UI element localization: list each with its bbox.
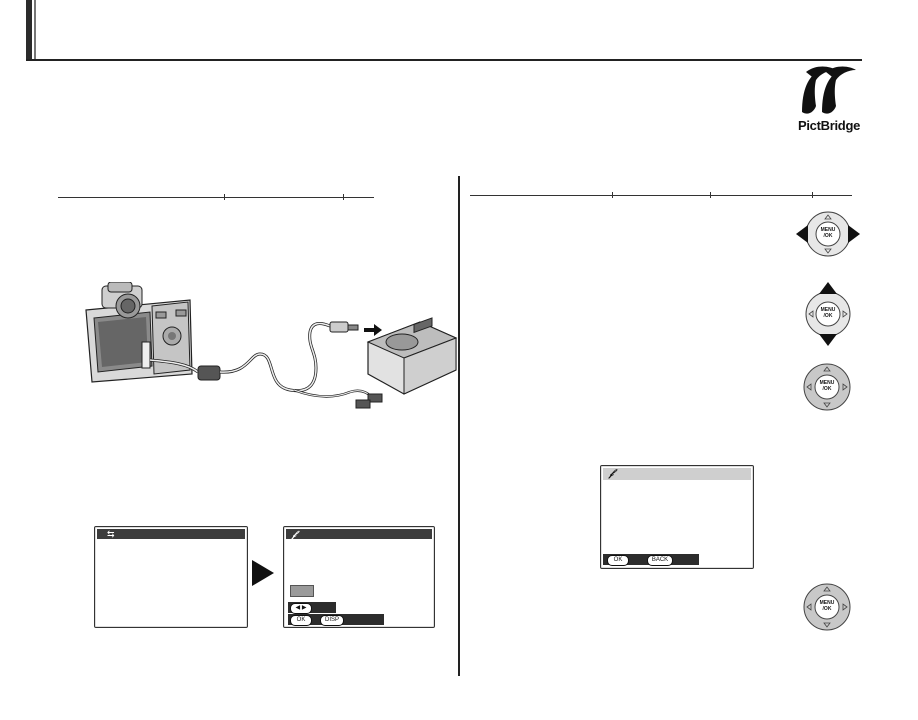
lcd-usb-screen: ⇆ bbox=[94, 526, 248, 628]
dial-label-bottom: /OK bbox=[822, 386, 832, 392]
chapter-header bbox=[26, 0, 862, 61]
lr-button-pill: ◀ ▶ bbox=[290, 603, 312, 614]
right-rule-tick-1 bbox=[612, 192, 613, 198]
dial-label-bottom: /OK bbox=[822, 606, 832, 612]
selector-dial-up-down: MENU /OK bbox=[800, 282, 856, 346]
lcd-title-bar: 𝒻 bbox=[286, 529, 432, 539]
pictbridge-small-icon: 𝒻 bbox=[292, 529, 297, 539]
back-button-pill: BACK bbox=[647, 555, 673, 566]
column-divider bbox=[458, 176, 460, 676]
disp-button-pill: DISP bbox=[320, 615, 344, 626]
right-rule-tick-3 bbox=[812, 192, 813, 198]
header-edge-mark bbox=[26, 0, 32, 60]
dial-center-label: MENU /OK bbox=[818, 307, 838, 319]
lcd-selector-box bbox=[290, 585, 314, 597]
ok-button-pill: OK bbox=[290, 615, 312, 626]
dial-label-top: MENU bbox=[820, 227, 836, 233]
selector-dial-ok-2: MENU /OK bbox=[802, 582, 852, 632]
dial-label-top: MENU bbox=[819, 380, 835, 386]
lcd-title-bar: ⇆ bbox=[97, 529, 245, 539]
ok-button-pill: OK bbox=[607, 555, 629, 566]
left-section-rule bbox=[58, 197, 374, 198]
pictbridge-logo-text: PictBridge bbox=[798, 118, 861, 133]
selector-dial-ok: MENU /OK bbox=[802, 362, 852, 412]
dial-center-label: MENU /OK bbox=[817, 600, 837, 612]
left-rule-tick-2 bbox=[343, 194, 344, 200]
dial-center-label: MENU /OK bbox=[817, 380, 837, 392]
dial-center-label: MENU /OK bbox=[818, 227, 838, 239]
dial-label-top: MENU bbox=[820, 307, 836, 313]
right-rule-tick-2 bbox=[710, 192, 711, 198]
left-rule-tick-1 bbox=[224, 194, 225, 200]
pictbridge-mark-icon bbox=[802, 66, 856, 114]
dial-label-bottom: /OK bbox=[823, 233, 833, 239]
header-underline bbox=[26, 59, 862, 61]
lcd-print-screen: 𝒻 OK BACK bbox=[600, 465, 754, 569]
usb-icon: ⇆ bbox=[107, 529, 115, 539]
dial-label-top: MENU bbox=[819, 600, 835, 606]
arrow-right-icon bbox=[252, 560, 274, 591]
camera-connection-diagram bbox=[85, 281, 458, 409]
lcd-pictbridge-screen: 𝒻 ◀ ▶ OK DISP bbox=[283, 526, 435, 628]
header-edge-mark-thin bbox=[34, 0, 36, 60]
camera-printer-illustration bbox=[80, 281, 460, 422]
pictbridge-logo: PictBridge bbox=[792, 62, 862, 138]
pictbridge-small-icon: 𝒻 bbox=[609, 468, 614, 479]
lcd-nav-strip bbox=[288, 602, 336, 613]
selector-dial-left-right: MENU /OK bbox=[796, 206, 860, 262]
lcd-title-bar: 𝒻 bbox=[603, 468, 751, 480]
dial-label-bottom: /OK bbox=[823, 313, 833, 319]
right-section-rule bbox=[470, 195, 852, 196]
